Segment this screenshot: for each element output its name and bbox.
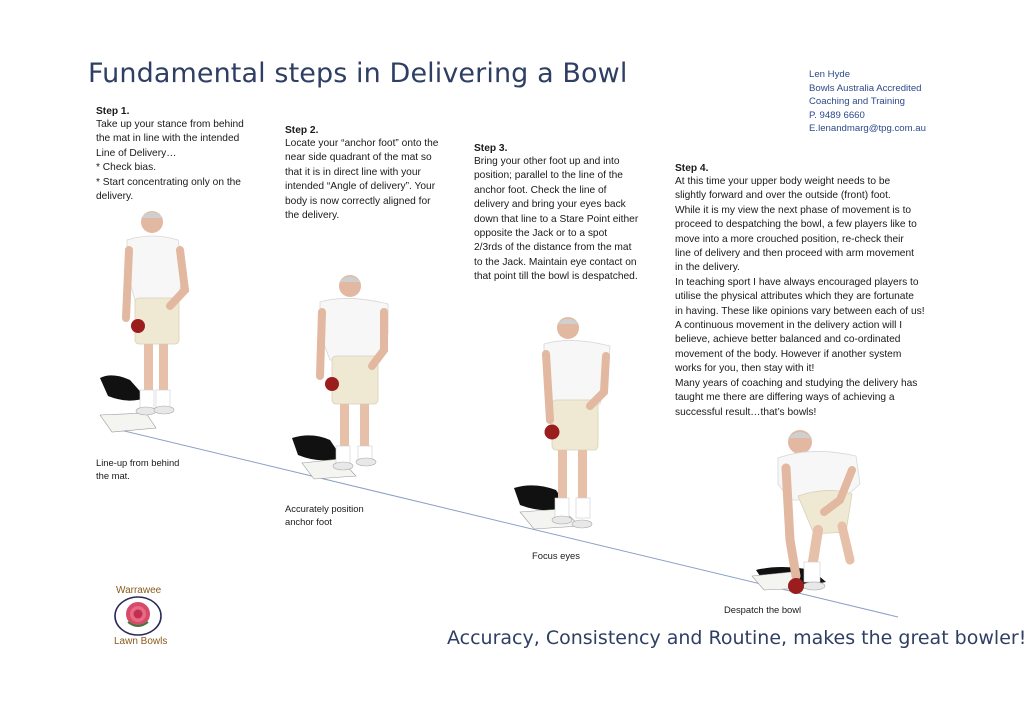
step-2-line: near side quadrant of the mat so bbox=[285, 152, 432, 164]
step-4-text: At this time your upper body weight need… bbox=[675, 175, 935, 420]
step-3-heading: Step 3. bbox=[474, 143, 508, 154]
caption-line: Despatch the bowl bbox=[724, 604, 802, 615]
step-4-line: In teaching sport I have always encourag… bbox=[675, 276, 919, 288]
bowler-figure-step1 bbox=[99, 211, 190, 433]
step-3-line: 2/3rds of the distance from the mat bbox=[474, 242, 632, 254]
step-4-line: successful result…that’s bowls! bbox=[675, 406, 817, 418]
step-1-heading: Step 1. bbox=[96, 106, 130, 117]
step-2-line: intended “Angle of delivery”. Your bbox=[285, 181, 436, 193]
step-3-line: that point till the bowl is despatched. bbox=[474, 271, 638, 283]
step-2-line: Locate your “anchor foot” onto the bbox=[285, 138, 439, 149]
step-2-line: body is now correctly aligned for bbox=[285, 195, 431, 207]
step-3-line: to the Jack. Maintain eye contact on bbox=[474, 256, 637, 268]
step-3-line: opposite the Jack or to a spot bbox=[474, 228, 608, 240]
step-1-line: * Start concentrating only on the bbox=[96, 176, 241, 188]
caption-line: Line-up from behind bbox=[96, 457, 180, 468]
step-4-line: A continuous movement in the delivery ac… bbox=[675, 320, 903, 332]
contact-phone: P. 9489 6660 bbox=[809, 109, 865, 121]
step-4-line: proceed to despatching the bowl, a few p… bbox=[675, 219, 917, 231]
step-4-block: Step 4. At this time your upper body wei… bbox=[675, 163, 935, 420]
bowler-figure-step4 bbox=[751, 430, 861, 594]
step-4-line: in having. These like opinions vary betw… bbox=[675, 305, 925, 317]
step-2-heading: Step 2. bbox=[285, 125, 319, 136]
contact-email[interactable]: E.lenandmarg@tpg.com.au bbox=[809, 123, 926, 134]
step-4-line: move into a more crouched position, re-c… bbox=[675, 233, 904, 245]
step-1-block: Step 1. Take up your stance from behind … bbox=[96, 106, 281, 204]
tagline: Accuracy, Consistency and Routine, makes… bbox=[447, 627, 1024, 649]
caption-line: Accurately position bbox=[285, 503, 364, 514]
step-4-heading: Step 4. bbox=[675, 163, 709, 174]
contact-name: Len Hyde bbox=[809, 69, 851, 80]
bowler-figure-step2 bbox=[292, 275, 389, 480]
step-4-line: movement of the body. However if another… bbox=[675, 348, 902, 360]
step-1-line: Line of Delivery… bbox=[96, 147, 177, 159]
step-4-line: works for you, then stay with it! bbox=[675, 363, 815, 375]
step-4-line: While it is my view the next phase of mo… bbox=[675, 204, 912, 216]
step-3-line: down that line to a Stare Point either bbox=[474, 213, 639, 225]
step-4-line: line of delivery and then proceed with a… bbox=[675, 248, 914, 260]
bowler-figure-step3 bbox=[514, 317, 611, 530]
step-4-line: taught me there are differing ways of ac… bbox=[675, 392, 895, 404]
step-2-line: that it is in direct line with your bbox=[285, 166, 421, 178]
caption-step-2: Accurately position anchor foot bbox=[285, 502, 364, 528]
step-3-line: anchor foot. Check the line of bbox=[474, 184, 607, 196]
logo-top-text: Warrawee bbox=[116, 585, 162, 596]
caption-step-4: Despatch the bowl bbox=[724, 603, 801, 616]
contact-block: Len Hyde Bowls Australia Accredited Coac… bbox=[809, 68, 926, 136]
step-3-line: delivery and bring your eyes back bbox=[474, 199, 626, 211]
logo-bottom-text: Lawn Bowls bbox=[114, 636, 168, 647]
step-4-line: At this time your upper body weight need… bbox=[675, 176, 891, 187]
step-3-text: Bring your other foot up and into positi… bbox=[474, 155, 664, 285]
step-3-line: position; parallel to the line of the bbox=[474, 170, 623, 182]
caption-step-1: Line-up from behind the mat. bbox=[96, 456, 179, 482]
step-2-block: Step 2. Locate your “anchor foot” onto t… bbox=[285, 125, 465, 223]
step-1-text: Take up your stance from behind the mat … bbox=[96, 118, 281, 204]
contact-line2: Coaching and Training bbox=[809, 96, 906, 107]
step-4-line: slightly forward and over the outside (f… bbox=[675, 190, 891, 202]
step-4-line: in the delivery. bbox=[675, 262, 740, 274]
step-4-line: Many years of coaching and studying the … bbox=[675, 377, 918, 389]
caption-step-3: Focus eyes bbox=[532, 549, 580, 562]
step-1-line: * Check bias. bbox=[96, 162, 157, 174]
page-title: Fundamental steps in Delivering a Bowl bbox=[88, 58, 628, 89]
contact-line1: Bowls Australia Accredited bbox=[809, 82, 922, 94]
step-3-line: Bring your other foot up and into bbox=[474, 156, 620, 167]
warrawee-rose-logo bbox=[114, 596, 162, 636]
step-2-text: Locate your “anchor foot” onto the near … bbox=[285, 137, 465, 223]
step-4-line: believe, achieve better balanced and co-… bbox=[675, 334, 901, 346]
step-4-line: utilise the physical attributes which th… bbox=[675, 291, 914, 303]
caption-line: Focus eyes bbox=[532, 550, 580, 561]
step-1-line: Take up your stance from behind bbox=[96, 119, 244, 130]
caption-line: anchor foot bbox=[285, 516, 332, 527]
step-3-block: Step 3. Bring your other foot up and int… bbox=[474, 143, 664, 285]
step-2-line: the delivery. bbox=[285, 210, 340, 222]
step-1-line: the mat in line with the intended bbox=[96, 133, 240, 145]
step-1-line: delivery. bbox=[96, 191, 134, 203]
caption-line: the mat. bbox=[96, 470, 130, 481]
